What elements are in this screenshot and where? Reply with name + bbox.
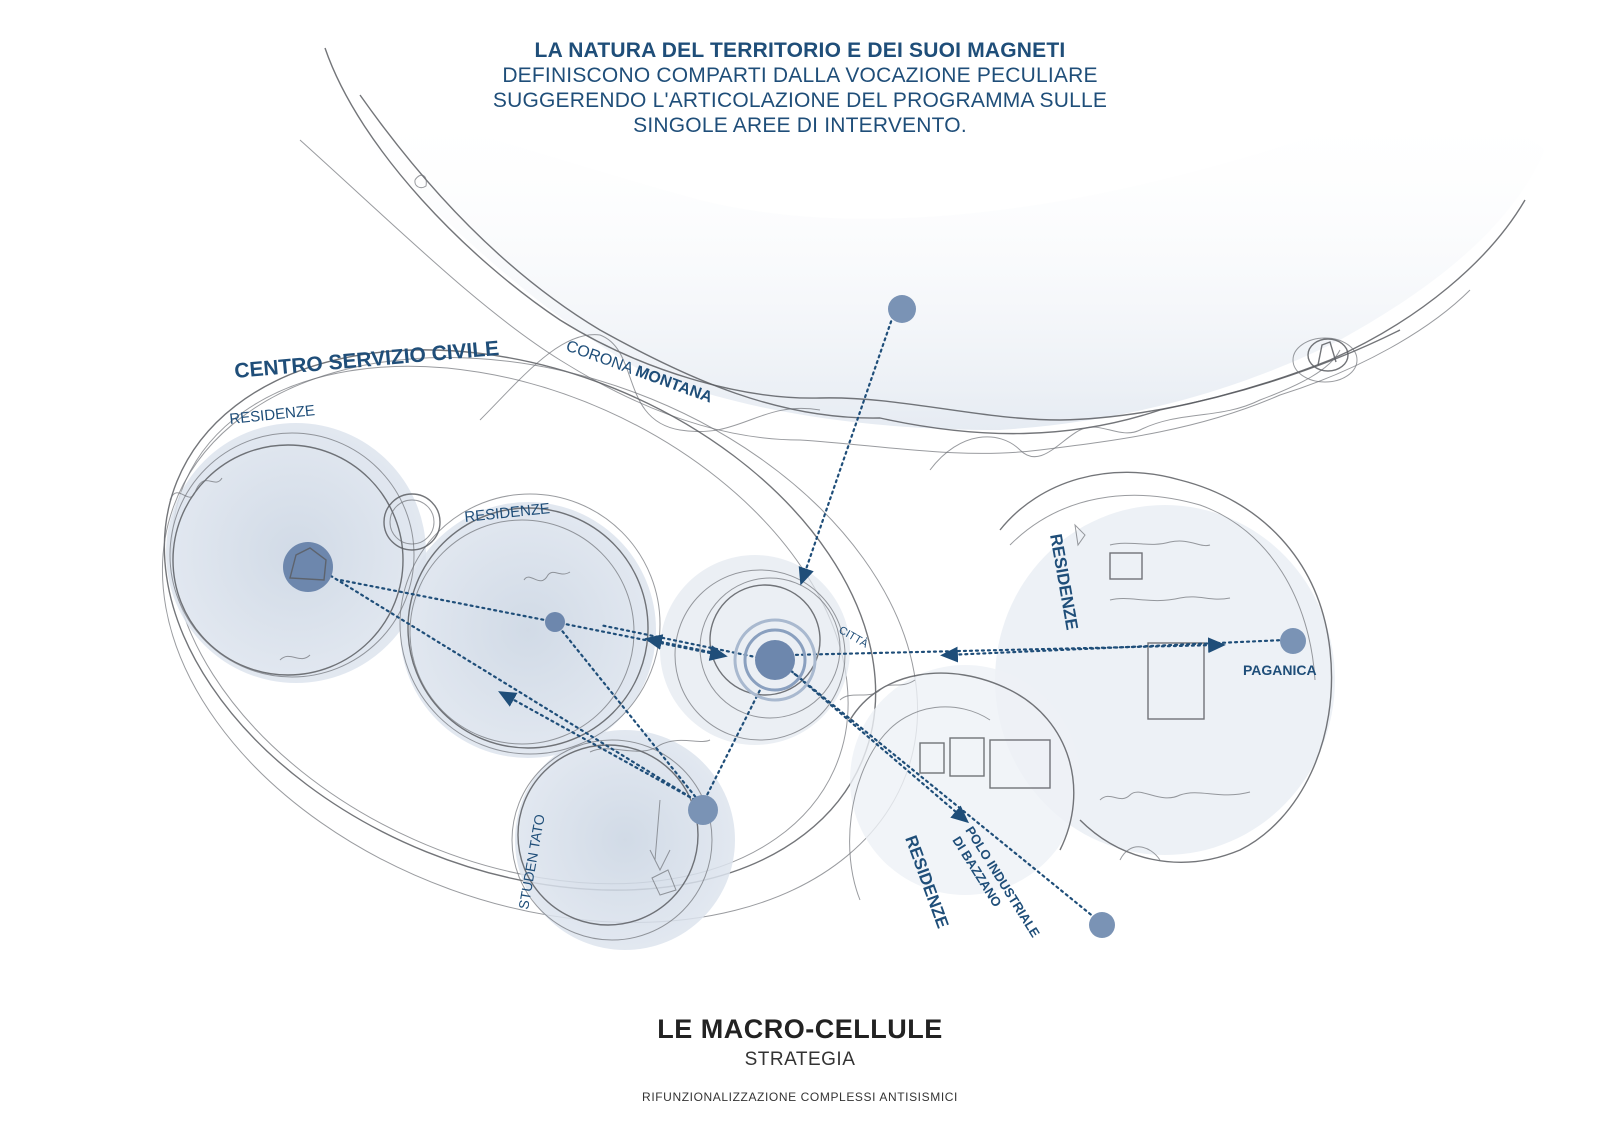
node-paganica bbox=[1280, 628, 1306, 654]
mountain-band bbox=[299, 47, 1545, 471]
header-line-3: SUGGERENDO L'ARTICOLAZIONE DEL PROGRAMMA… bbox=[492, 89, 1108, 112]
header-line-2: DEFINISCONO COMPARTI DALLA VOCAZIONE PEC… bbox=[502, 64, 1098, 87]
footer-caption: RIFUNZIONALIZZAZIONE COMPLESSI ANTISISMI… bbox=[642, 1090, 958, 1104]
node-studentato bbox=[688, 795, 718, 825]
nodes bbox=[283, 295, 1306, 938]
footer-title: LE MACRO-CELLULE bbox=[657, 1014, 943, 1044]
header-line-4: SINGOLE AREE DI INTERVENTO. bbox=[633, 114, 967, 137]
macro-cells bbox=[166, 423, 1335, 950]
node-corona bbox=[888, 295, 916, 323]
label-paganica: PAGANICA bbox=[1243, 662, 1317, 678]
connection-lines bbox=[303, 308, 1287, 924]
building-sketches bbox=[169, 477, 1251, 896]
sketch-circles bbox=[169, 432, 1333, 941]
node-bazzano bbox=[1089, 912, 1115, 938]
label-centro-servizio: CENTRO SERVIZIO CIVILE bbox=[233, 337, 500, 383]
node-residenze-mid bbox=[545, 612, 565, 632]
header-line-1: LA NATURA DEL TERRITORIO E DEI SUOI MAGN… bbox=[534, 39, 1066, 62]
footer-subtitle: STRATEGIA bbox=[744, 1049, 856, 1070]
node-citta bbox=[755, 640, 795, 680]
header-text: LA NATURA DEL TERRITORIO E DEI SUOI MAGN… bbox=[430, 38, 1170, 138]
